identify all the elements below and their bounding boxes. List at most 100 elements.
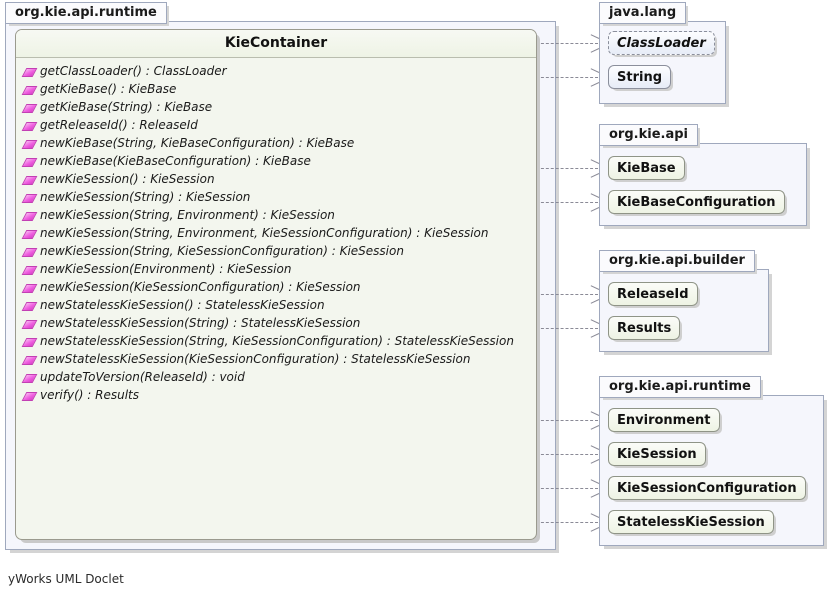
dependency-arrowhead-environment bbox=[590, 415, 599, 426]
dependency-arrowhead-kiesession bbox=[590, 449, 599, 460]
method-icon bbox=[24, 264, 35, 275]
package-main-title: org.kie.api.runtime bbox=[5, 2, 167, 24]
class-member-row[interactable]: getClassLoader() : ClassLoader bbox=[16, 62, 536, 80]
class-member-label: newKieBase(KieBaseConfiguration) : KieBa… bbox=[40, 154, 311, 168]
class-member-row[interactable]: newKieSession(String, Environment) : Kie… bbox=[16, 206, 536, 224]
method-icon bbox=[24, 372, 35, 383]
method-icon bbox=[24, 120, 35, 131]
dependency-arrowhead-kiebase bbox=[590, 163, 599, 174]
class-member-row[interactable]: getReleaseId() : ReleaseId bbox=[16, 116, 536, 134]
dependency-edge-string bbox=[536, 77, 598, 79]
method-icon bbox=[24, 228, 35, 239]
class-kiecontainer-title: KieContainer bbox=[16, 30, 536, 58]
type-results[interactable]: Results bbox=[608, 316, 681, 340]
dependency-arrowhead-string bbox=[590, 72, 599, 83]
type-releaseid[interactable]: ReleaseId bbox=[608, 282, 698, 306]
class-member-row[interactable]: newKieBase(KieBaseConfiguration) : KieBa… bbox=[16, 152, 536, 170]
dependency-edge-statelesskiesession bbox=[536, 522, 598, 524]
class-member-row[interactable]: newStatelessKieSession() : StatelessKieS… bbox=[16, 296, 536, 314]
dependency-arrowhead-results bbox=[590, 323, 599, 334]
method-icon bbox=[24, 192, 35, 203]
method-icon bbox=[24, 210, 35, 221]
class-member-label: newKieSession(String, Environment) : Kie… bbox=[40, 208, 335, 222]
class-member-row[interactable]: getKieBase() : KieBase bbox=[16, 80, 536, 98]
class-member-label: newStatelessKieSession(String) : Statele… bbox=[40, 316, 361, 330]
class-member-label: newKieBase(String, KieBaseConfiguration)… bbox=[40, 136, 355, 150]
type-statelesskiesession[interactable]: StatelessKieSession bbox=[608, 510, 774, 534]
type-kiebaseconfiguration[interactable]: KieBaseConfiguration bbox=[608, 190, 785, 214]
method-icon bbox=[24, 156, 35, 167]
dependency-edge-environment bbox=[536, 420, 598, 422]
class-member-row[interactable]: newKieSession(String) : KieSession bbox=[16, 188, 536, 206]
class-member-row[interactable]: getKieBase(String) : KieBase bbox=[16, 98, 536, 116]
class-member-row[interactable]: newStatelessKieSession(KieSessionConfigu… bbox=[16, 350, 536, 368]
class-member-label: getClassLoader() : ClassLoader bbox=[40, 64, 227, 78]
method-icon bbox=[24, 174, 35, 185]
class-member-label: updateToVersion(ReleaseId) : void bbox=[40, 370, 245, 384]
type-kiesessionconfiguration[interactable]: KieSessionConfiguration bbox=[608, 476, 806, 500]
class-member-label: getKieBase(String) : KieBase bbox=[40, 100, 213, 114]
type-kiebase[interactable]: KieBase bbox=[608, 156, 685, 180]
class-member-label: getReleaseId() : ReleaseId bbox=[40, 118, 198, 132]
method-icon bbox=[24, 66, 35, 77]
method-icon bbox=[24, 318, 35, 329]
method-icon bbox=[24, 138, 35, 149]
type-results-label: Results bbox=[617, 320, 672, 336]
type-kiesession[interactable]: KieSession bbox=[608, 442, 706, 466]
class-member-row[interactable]: newKieSession() : KieSession bbox=[16, 170, 536, 188]
dependency-edge-classloader bbox=[536, 43, 598, 45]
class-member-label: getKieBase() : KieBase bbox=[40, 82, 177, 96]
type-releaseid-label: ReleaseId bbox=[617, 286, 689, 302]
method-icon bbox=[24, 354, 35, 365]
class-member-label: newKieSession(String) : KieSession bbox=[40, 190, 251, 204]
class-member-label: newKieSession(String, Environment, KieSe… bbox=[40, 226, 489, 240]
method-icon bbox=[24, 84, 35, 95]
dependency-edge-kiebaseconfiguration bbox=[536, 202, 598, 204]
class-kiecontainer-members: getClassLoader() : ClassLoader getKieBas… bbox=[16, 58, 536, 404]
type-string[interactable]: String bbox=[608, 65, 672, 89]
class-member-row[interactable]: newKieSession(Environment) : KieSession bbox=[16, 260, 536, 278]
class-member-row[interactable]: newStatelessKieSession(String, KieSessio… bbox=[16, 332, 536, 350]
type-kiesessionconfiguration-label: KieSessionConfiguration bbox=[617, 480, 797, 496]
type-string-label: String bbox=[617, 69, 663, 85]
class-member-label: newKieSession(Environment) : KieSession bbox=[40, 262, 292, 276]
dependency-arrowhead-kiesessionconfiguration bbox=[590, 483, 599, 494]
class-member-label: newStatelessKieSession() : StatelessKieS… bbox=[40, 298, 325, 312]
class-member-row[interactable]: newKieBase(String, KieBaseConfiguration)… bbox=[16, 134, 536, 152]
type-classloader-label: ClassLoader bbox=[617, 35, 706, 51]
method-icon bbox=[24, 336, 35, 347]
type-kiebaseconfiguration-label: KieBaseConfiguration bbox=[617, 194, 776, 210]
type-environment[interactable]: Environment bbox=[608, 408, 720, 432]
class-member-row[interactable]: newKieSession(String, KieSessionConfigur… bbox=[16, 242, 536, 260]
method-icon bbox=[24, 300, 35, 311]
class-member-row[interactable]: updateToVersion(ReleaseId) : void bbox=[16, 368, 536, 386]
dependency-arrowhead-releaseid bbox=[590, 289, 599, 300]
class-member-row[interactable]: newKieSession(String, Environment, KieSe… bbox=[16, 224, 536, 242]
package-org-kie-api-builder-title: org.kie.api.builder bbox=[599, 250, 755, 272]
type-classloader[interactable]: ClassLoader bbox=[608, 31, 715, 55]
class-member-row[interactable]: newStatelessKieSession(String) : Statele… bbox=[16, 314, 536, 332]
type-kiesession-label: KieSession bbox=[617, 446, 697, 462]
dependency-edge-kiebase bbox=[536, 168, 598, 170]
footer-label: yWorks UML Doclet bbox=[8, 572, 124, 586]
dependency-arrowhead-classloader bbox=[590, 38, 599, 49]
class-member-row[interactable]: newKieSession(KieSessionConfiguration) :… bbox=[16, 278, 536, 296]
class-member-label: newKieSession(String, KieSessionConfigur… bbox=[40, 244, 404, 258]
dependency-edge-releaseid bbox=[536, 294, 598, 296]
dependency-edge-kiesessionconfiguration bbox=[536, 488, 598, 490]
method-icon bbox=[24, 282, 35, 293]
package-org-kie-api-title: org.kie.api bbox=[599, 124, 698, 146]
method-icon bbox=[24, 390, 35, 401]
dependency-edge-results bbox=[536, 328, 598, 330]
package-java-lang-title: java.lang bbox=[599, 2, 687, 24]
class-member-row[interactable]: verify() : Results bbox=[16, 386, 536, 404]
dependency-arrowhead-kiebaseconfiguration bbox=[590, 197, 599, 208]
class-kiecontainer[interactable]: KieContainer getClassLoader() : ClassLoa… bbox=[15, 29, 537, 540]
type-environment-label: Environment bbox=[617, 412, 711, 428]
class-member-label: newStatelessKieSession(String, KieSessio… bbox=[40, 334, 514, 348]
dependency-arrowhead-statelesskiesession bbox=[590, 517, 599, 528]
package-org-kie-api-runtime-right-title: org.kie.api.runtime bbox=[599, 376, 761, 398]
class-member-label: newKieSession(KieSessionConfiguration) :… bbox=[40, 280, 361, 294]
dependency-edge-kiesession bbox=[536, 454, 598, 456]
